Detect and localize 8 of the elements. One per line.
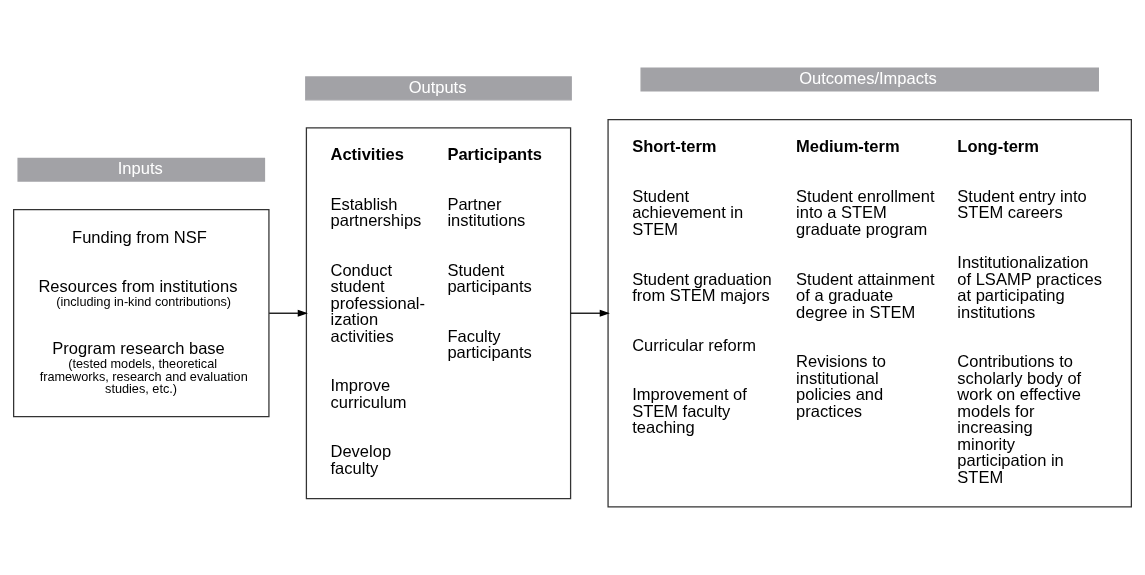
arrow	[570, 309, 610, 317]
node-box: Outcomes/Impacts	[640, 67, 1099, 92]
node-box: Inputs	[17, 157, 266, 182]
node-box: Outputs	[305, 76, 572, 101]
arrow	[268, 309, 308, 317]
node-box: Short-term Student achievement in STEM Student graduation from STEM majors Curricular reform Improvement of STEM faculty teaching Medium-term Student enrollment into a STEM graduate program Student attainment of a graduate degree in STEM Revisions to institutional policies and practices Long-term Student entry into STEM careers Institutionalization of LSAMP practices at participating institutions Contributions to scholarly body of work on effective models for increasing minority participation in STEM	[607, 118, 1132, 508]
node-box: Activities Establish partnerships Conduct student professional-ization activities Improve curriculum Develop faculty Participants Partner institutions Student participants Faculty participants	[305, 127, 572, 500]
node-box: Funding from NSF Resources from institutions (including in-kind contributions) Program research base (tested models, theoretical frameworks, research and evaluation studies, etc.)	[13, 209, 270, 418]
